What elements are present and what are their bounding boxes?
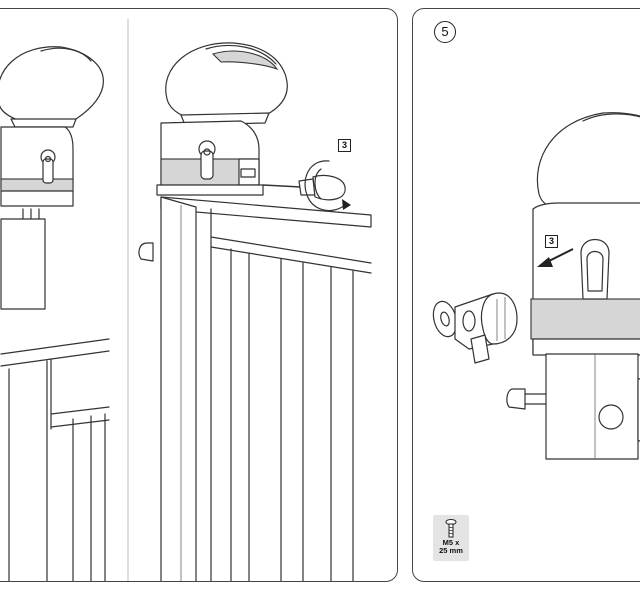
- cylinder-removal-illustration: [432, 112, 640, 460]
- callout-screw-step: 3: [338, 139, 351, 152]
- gate-right: [138, 196, 372, 581]
- lock-cylinder-with-key: [432, 292, 518, 364]
- screw-size-line1: M5 x: [442, 538, 460, 547]
- screwdriver: [262, 160, 351, 212]
- motor-mounting-illustration: [0, 19, 372, 581]
- motor-unit-closeup: [506, 112, 640, 460]
- motor-unit-left: [0, 46, 104, 310]
- motor-unit-right: [156, 42, 288, 196]
- gate-frame-left: [0, 338, 110, 581]
- screw-specification-box: M5 x 25 mm: [433, 515, 469, 561]
- callout-cylinder-step: 3: [545, 235, 558, 248]
- instruction-panel-left: 3: [0, 8, 398, 582]
- screw-icon: [445, 519, 457, 538]
- extraction-arrow: [537, 248, 574, 267]
- screw-size-line2: 25 mm: [439, 546, 463, 555]
- instruction-panel-right: 5: [412, 8, 640, 582]
- step-number-badge: 5: [434, 21, 456, 43]
